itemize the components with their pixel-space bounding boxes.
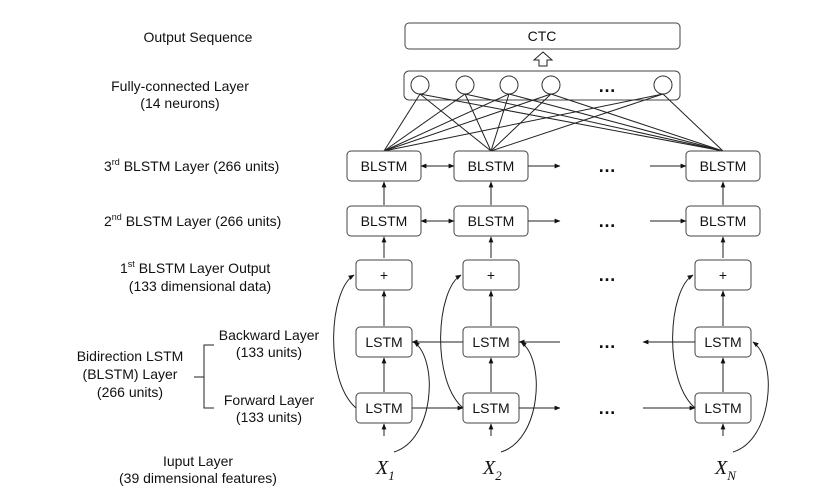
fc-edge bbox=[490, 93, 664, 152]
blstm2-label: BLSTM bbox=[468, 213, 515, 229]
fc-edge bbox=[383, 93, 552, 152]
backward-lstm-label: LSTM bbox=[704, 334, 741, 350]
neuron bbox=[541, 75, 561, 95]
blstm2-label: BLSTM bbox=[700, 213, 747, 229]
ellipsis: … bbox=[598, 265, 616, 285]
fc-edge bbox=[662, 93, 724, 152]
bidir-label-1: Bidirection LSTM bbox=[77, 348, 184, 364]
fc-edge bbox=[383, 93, 466, 152]
sum-label: + bbox=[719, 267, 727, 283]
ellipsis: … bbox=[598, 332, 616, 352]
neuron bbox=[410, 75, 430, 95]
ctc-label: CTC bbox=[528, 28, 557, 44]
input-var: XN bbox=[714, 457, 737, 483]
neurons bbox=[410, 75, 673, 95]
skip-arrow bbox=[333, 274, 357, 409]
ctc-box bbox=[404, 22, 681, 50]
blstm2-label: 2nd BLSTM Layer (266 units) bbox=[104, 212, 281, 229]
input-layer-sublabel: (39 dimensional features) bbox=[119, 470, 277, 486]
forward-lstm-label: LSTM bbox=[704, 400, 741, 416]
blstm3-label: BLSTM bbox=[468, 158, 515, 174]
fc-edge bbox=[550, 93, 724, 152]
backward-layer-label: Backward Layer bbox=[219, 327, 320, 343]
neuron bbox=[653, 75, 673, 95]
fc-edge bbox=[508, 93, 724, 152]
bracket bbox=[194, 344, 214, 409]
fc-edge bbox=[464, 93, 724, 152]
output-sequence-label: Output Sequence bbox=[144, 29, 253, 45]
fc-edge bbox=[419, 93, 492, 152]
skip-arrow bbox=[393, 341, 430, 453]
fc-connections bbox=[383, 93, 724, 152]
sum-box bbox=[462, 259, 520, 291]
fc-ellipsis: … bbox=[598, 76, 616, 96]
fc-edge bbox=[383, 93, 421, 152]
skip-arrow bbox=[500, 341, 537, 453]
skip-arrow bbox=[672, 274, 696, 409]
columns: BLSTM BLSTM + LSTM LSTM X1 BLSTM BLSTM + LSTM LSTM… bbox=[333, 150, 769, 483]
blstm3-label: BLSTM bbox=[700, 158, 747, 174]
backward-layer-sublabel: (133 units) bbox=[236, 344, 302, 360]
ellipsis: … bbox=[598, 398, 616, 418]
input-var: X2 bbox=[482, 457, 502, 483]
fc-layer-label: Fully-connected Layer bbox=[111, 78, 249, 94]
neuron bbox=[455, 75, 475, 95]
input-layer-label: Iuput Layer bbox=[163, 453, 233, 469]
sum-label: + bbox=[487, 267, 495, 283]
fc-layer-sublabel: (14 neurons) bbox=[140, 95, 219, 111]
forward-layer-label: Forward Layer bbox=[224, 392, 315, 408]
forward-lstm-label: LSTM bbox=[472, 400, 509, 416]
blstm3-label: BLSTM bbox=[361, 158, 408, 174]
input-var: X1 bbox=[375, 457, 395, 483]
skip-arrow bbox=[732, 341, 769, 453]
hollow-up-arrow-icon bbox=[532, 51, 554, 67]
blstm3-label: 3rd BLSTM Layer (266 units) bbox=[104, 157, 279, 174]
blstm2-label: BLSTM bbox=[361, 213, 408, 229]
blstm1-output-sublabel: (133 dimensional data) bbox=[129, 278, 271, 294]
ellipsis: … bbox=[598, 156, 616, 176]
neuron bbox=[499, 75, 519, 95]
fc-edge bbox=[490, 93, 552, 152]
fc-edge bbox=[383, 93, 510, 152]
ellipsis: … bbox=[598, 211, 616, 231]
forward-lstm-label: LSTM bbox=[365, 400, 402, 416]
bidir-label-2: (BLSTM) Layer bbox=[83, 366, 178, 382]
blstm1-output-label: 1st BLSTM Layer Output bbox=[120, 259, 270, 276]
fc-edge bbox=[419, 93, 724, 152]
bidir-label-3: (266 units) bbox=[97, 384, 163, 400]
backward-lstm-label: LSTM bbox=[365, 334, 402, 350]
sum-box bbox=[355, 259, 413, 291]
sum-label: + bbox=[380, 267, 388, 283]
skip-arrow bbox=[440, 274, 464, 409]
sum-box bbox=[694, 259, 752, 291]
forward-layer-sublabel: (133 units) bbox=[236, 409, 302, 425]
backward-lstm-label: LSTM bbox=[472, 334, 509, 350]
fc-edge bbox=[383, 93, 664, 152]
